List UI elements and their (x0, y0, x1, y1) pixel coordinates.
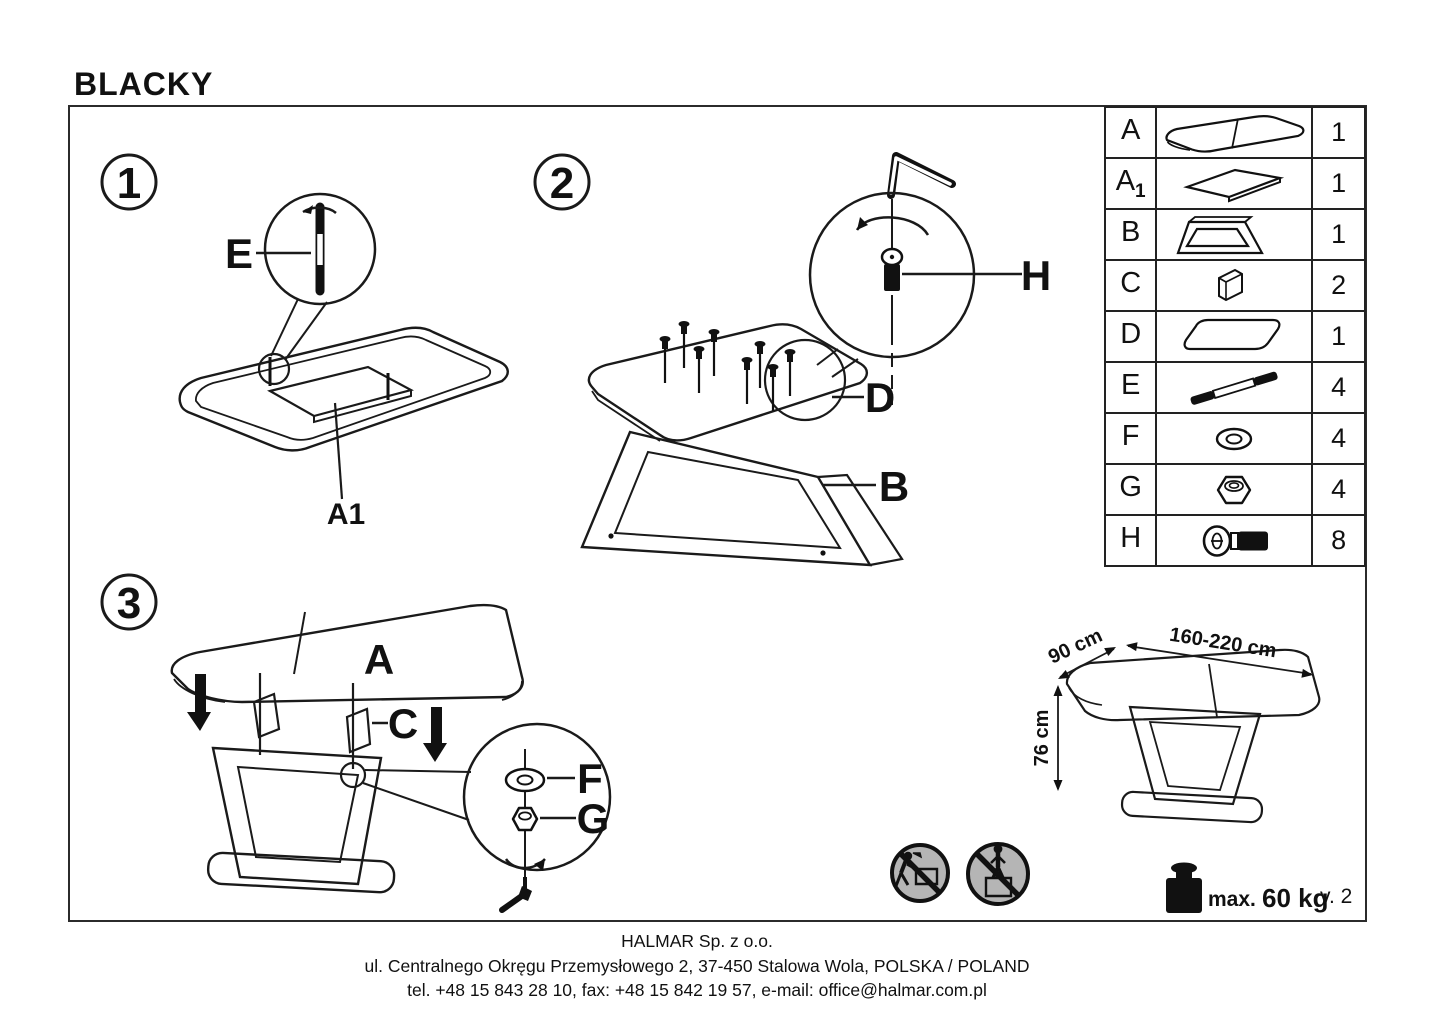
part-qty: 4 (1311, 463, 1366, 516)
double-stud-icon (1155, 361, 1314, 414)
part-label: D (1103, 310, 1158, 363)
label-part-d: D (865, 374, 895, 421)
press-down-arrow-icon (423, 707, 447, 762)
step-3-number: 3 (117, 579, 141, 628)
no-standing-sign (966, 842, 1030, 906)
part-label: C (1103, 259, 1158, 312)
dimensions-diagram: 90 cm 160-220 cm 76 cm (1031, 624, 1321, 824)
magnifier-circle (462, 722, 612, 872)
washer-f-icon (504, 767, 546, 793)
cover-panel-icon (1155, 310, 1314, 363)
bolt-h-icon (880, 247, 904, 291)
step-3-badge (100, 573, 158, 631)
part-qty: 1 (1311, 106, 1366, 159)
magnifier-circle (263, 192, 377, 306)
hex-nut-icon (1155, 463, 1314, 516)
table-row: G 4 (1103, 463, 1366, 516)
max-weight-value: 60 kg (1262, 883, 1329, 913)
washer-icon (1155, 412, 1314, 465)
tabletop-a-drawing (170, 603, 524, 704)
instruction-frame: 1 E (68, 105, 1367, 922)
bracket-c-drawing (345, 707, 372, 754)
part-label: H (1103, 514, 1158, 567)
rotate-arrow-icon (855, 216, 930, 236)
step-1-number: 1 (117, 159, 141, 208)
max-weight-label: max. (1208, 888, 1256, 911)
part-qty: 8 (1311, 514, 1366, 567)
assembly-diagrams: 1 E (100, 152, 1352, 913)
label-part-b: B (879, 463, 909, 510)
label-part-a: A (364, 636, 394, 683)
cover-panel-d-drawing (587, 323, 869, 442)
parts-table: A 1 A1 1 B (1103, 106, 1366, 567)
label-part-a1: A1 (327, 498, 365, 531)
detail-circle (763, 338, 847, 422)
table-row: H 8 (1103, 514, 1366, 567)
version-label: v. 2 (1320, 885, 1352, 908)
part-qty: 4 (1311, 361, 1366, 414)
step-1-badge (100, 153, 158, 211)
table-row: C 2 (1103, 259, 1366, 312)
assembled-table-drawing (1065, 648, 1321, 824)
part-qty: 2 (1311, 259, 1366, 312)
socket-bolt-icon (1155, 514, 1314, 567)
no-climbing-sign (890, 843, 950, 903)
base-b-drawing (580, 430, 904, 567)
footer-contact: tel. +48 15 843 28 10, fax: +48 15 842 1… (407, 980, 987, 1000)
allen-key-icon (887, 152, 956, 199)
label-part-e: E (225, 230, 253, 277)
wrench-icon (499, 877, 532, 913)
table-row: A1 1 (1103, 157, 1366, 210)
tabletop-icon (1155, 106, 1314, 159)
footer: HALMAR Sp. z o.o. ul. Centralnego Okręgu… (0, 929, 1394, 1003)
step-2-diagram: 2 (533, 152, 1051, 567)
part-label: E (1103, 361, 1158, 414)
table-row: A 1 (1103, 106, 1366, 159)
part-qty: 1 (1311, 310, 1366, 363)
bracket-plate-icon (1155, 259, 1314, 312)
part-label: A1 (1103, 157, 1158, 210)
max-weight-icon (1166, 862, 1202, 913)
extension-leaf-icon (1155, 157, 1314, 210)
tabletop-underside-drawing (178, 326, 509, 452)
part-label: F (1103, 412, 1158, 465)
part-qty: 1 (1311, 208, 1366, 261)
base-frame-icon (1155, 208, 1314, 261)
part-label: G (1103, 463, 1158, 516)
part-qty: 1 (1311, 157, 1366, 210)
footer-address: ul. Centralnego Okręgu Przemysłowego 2, … (364, 955, 1030, 976)
rotate-arrow-icon (302, 205, 337, 215)
label-part-h: H (1021, 252, 1051, 299)
part-qty: 4 (1311, 412, 1366, 465)
label-part-f: F (577, 755, 603, 802)
label-part-g: G (577, 795, 610, 842)
step-2-number: 2 (550, 159, 574, 208)
table-row: E 4 (1103, 361, 1366, 414)
nut-g-icon (511, 806, 539, 832)
pedestal-drawing (206, 746, 396, 894)
label-part-c: C (388, 700, 418, 747)
table-row: D 1 (1103, 310, 1366, 363)
step-3-diagram: 3 A (100, 573, 612, 913)
rotate-arrow-icon (504, 858, 546, 871)
press-down-arrow-icon (187, 674, 211, 731)
footer-company: HALMAR Sp. z o.o. (621, 931, 773, 951)
table-row: B 1 (1103, 208, 1366, 261)
product-title: BLACKY (74, 66, 214, 102)
bolts-h-set (659, 321, 796, 411)
part-label: B (1103, 208, 1158, 261)
step-2-badge (533, 153, 591, 211)
bracket-c-drawing (252, 692, 281, 739)
part-label: A (1103, 106, 1158, 159)
table-row: F 4 (1103, 412, 1366, 465)
step-1-diagram: 1 E (100, 153, 509, 531)
dimension-height: 76 cm (1031, 710, 1053, 767)
